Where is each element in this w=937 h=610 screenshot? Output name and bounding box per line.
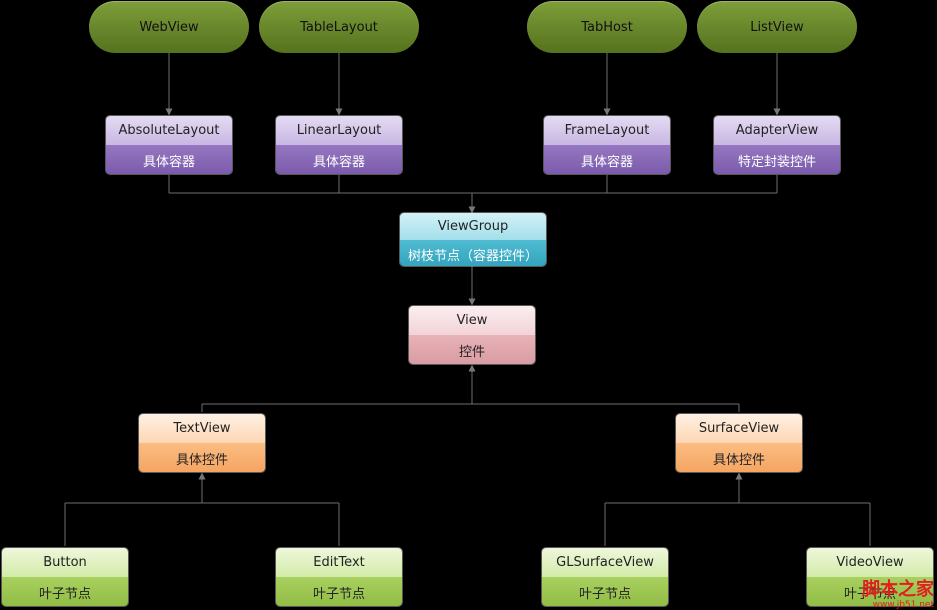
view-title: View bbox=[409, 306, 535, 335]
adapterview-node: AdapterView 特定封装控件 bbox=[713, 115, 841, 175]
surfaceview-node: SurfaceView 具体控件 bbox=[675, 413, 803, 473]
videoview-title: VideoView bbox=[807, 548, 933, 577]
button-desc: 叶子节点 bbox=[2, 577, 128, 606]
absolutelayout-node: AbsoluteLayout 具体容器 bbox=[105, 115, 233, 175]
site-watermark: 脚本之家 www.jb51.net bbox=[862, 580, 934, 610]
webview-label: WebView bbox=[139, 19, 199, 35]
framelayout-desc: 具体容器 bbox=[544, 145, 670, 174]
textview-title: TextView bbox=[139, 414, 265, 443]
absolutelayout-desc: 具体容器 bbox=[106, 145, 232, 174]
absolutelayout-title: AbsoluteLayout bbox=[106, 116, 232, 145]
tablelayout-pill: TableLayout bbox=[259, 1, 419, 53]
framelayout-node: FrameLayout 具体容器 bbox=[543, 115, 671, 175]
button-title: Button bbox=[2, 548, 128, 577]
edittext-desc: 叶子节点 bbox=[276, 577, 402, 606]
textview-node: TextView 具体控件 bbox=[138, 413, 266, 473]
glsurfaceview-title: GLSurfaceView bbox=[542, 548, 668, 577]
surfaceview-desc: 具体控件 bbox=[676, 443, 802, 472]
textview-desc: 具体控件 bbox=[139, 443, 265, 472]
view-node: View 控件 bbox=[408, 305, 536, 365]
linearlayout-node: LinearLayout 具体容器 bbox=[275, 115, 403, 175]
videoview-node: VideoView 叶子节点 bbox=[806, 547, 934, 607]
linearlayout-desc: 具体容器 bbox=[276, 145, 402, 174]
tablelayout-label: TableLayout bbox=[300, 19, 378, 35]
framelayout-title: FrameLayout bbox=[544, 116, 670, 145]
tabhost-pill: TabHost bbox=[527, 1, 687, 53]
edittext-node: EditText 叶子节点 bbox=[275, 547, 403, 607]
viewgroup-node: ViewGroup 树枝节点（容器控件） bbox=[399, 212, 547, 267]
adapterview-title: AdapterView bbox=[714, 116, 840, 145]
view-desc: 控件 bbox=[409, 335, 535, 364]
webview-pill: WebView bbox=[89, 1, 249, 53]
edittext-title: EditText bbox=[276, 548, 402, 577]
surfaceview-title: SurfaceView bbox=[676, 414, 802, 443]
glsurfaceview-node: GLSurfaceView 叶子节点 bbox=[541, 547, 669, 607]
glsurfaceview-desc: 叶子节点 bbox=[542, 577, 668, 606]
listview-pill: ListView bbox=[697, 1, 857, 53]
videoview-desc: 叶子节点 bbox=[807, 577, 933, 606]
watermark-name: 脚本之家 bbox=[862, 579, 934, 600]
viewgroup-desc: 树枝节点（容器控件） bbox=[400, 240, 546, 266]
linearlayout-title: LinearLayout bbox=[276, 116, 402, 145]
viewgroup-title: ViewGroup bbox=[400, 213, 546, 240]
adapterview-desc: 特定封装控件 bbox=[714, 145, 840, 174]
tabhost-label: TabHost bbox=[581, 19, 633, 35]
watermark-url: www.jb51.net bbox=[872, 600, 934, 610]
button-node: Button 叶子节点 bbox=[1, 547, 129, 607]
listview-label: ListView bbox=[750, 19, 804, 35]
